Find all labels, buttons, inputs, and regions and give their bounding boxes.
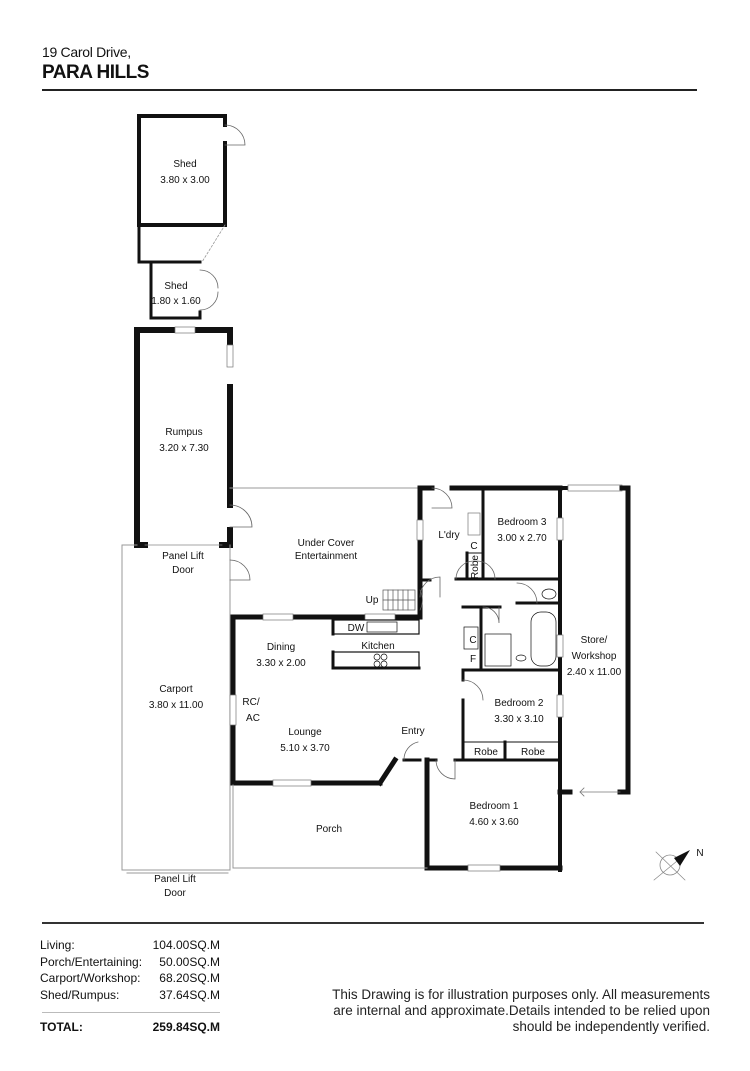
rc-ac-1: RC/ [242,697,259,708]
entry-label: Entry [401,726,424,737]
porch-label: Porch [316,824,342,835]
area-label: Carport/Workshop: [40,971,141,985]
shed-small [149,260,219,320]
bedroom1-size: 4.60 x 3.60 [469,817,519,828]
header-divider [42,89,697,91]
rumpus-size: 3.20 x 7.30 [159,443,209,454]
compass-north-label: N [696,848,703,859]
bedroom3-name: Bedroom 3 [498,517,547,528]
area-total-row: TOTAL: 259.84SQ.M [40,1019,220,1036]
bedroom1-name: Bedroom 1 [470,801,519,812]
area-value: 50.00SQ.M [159,954,220,969]
shed-large-name: Shed [173,159,196,170]
total-label: TOTAL: [40,1020,83,1034]
address-street: 19 Carol Drive, [42,44,131,60]
robe-b-label: Robe [521,747,545,758]
bedroom3-size: 3.00 x 2.70 [497,533,547,544]
total-divider [42,1012,220,1013]
total-value: 259.84SQ.M [152,1020,220,1034]
footer-divider [42,922,704,924]
kitchen-name: Kitchen [361,641,394,652]
laundry-label: L'dry [438,530,459,541]
carport-name: Carport [159,684,193,695]
dining-size: 3.30 x 2.00 [256,658,306,669]
panel-lift-door-bottom-1: Panel Lift [154,874,196,885]
under-cover-2: Entertainment [295,551,357,562]
under-cover-1: Under Cover [298,538,355,549]
floor-plan: Shed 3.80 x 3.00 Shed 1.80 x 1.60 Rumpus… [121,114,704,899]
carport-size: 3.80 x 11.00 [149,700,204,711]
rc-ac-2: AC [246,713,260,724]
shed-small-name: Shed [164,281,187,292]
panel-lift-door-bottom-2: Door [164,888,186,899]
area-row-living: Living: 104.00SQ.M [40,937,220,954]
bedroom2-size: 3.30 x 3.10 [494,714,544,725]
area-value: 68.20SQ.M [159,971,220,985]
fridge-label: F [470,654,476,665]
address-suburb: PARA HILLS [42,62,149,83]
robe-a-label: Robe [474,747,498,758]
store-workshop-size: 2.40 x 11.00 [567,667,622,678]
area-summary: Living: 104.00SQ.M Porch/Entertaining: 5… [40,937,220,1036]
area-row-porch: Porch/Entertaining: 50.00SQ.M [40,954,220,971]
bedroom2-name: Bedroom 2 [495,698,544,709]
shed-large [137,114,246,227]
stairs-up-label: Up [366,595,379,606]
shed-large-size: 3.80 x 3.00 [160,175,210,186]
area-row-shed: Shed/Rumpus: 37.64SQ.M [40,987,220,1004]
area-row-carport: Carport/Workshop: 68.20SQ.M [40,970,220,987]
area-label: Porch/Entertaining: [40,954,143,969]
dishwasher-label: DW [348,623,365,634]
panel-lift-door-top-2: Door [172,565,194,576]
main-house-walls [229,484,631,872]
lounge-size: 5.10 x 3.70 [280,743,330,754]
lounge-name: Lounge [288,727,322,738]
stairs-icon [382,589,423,611]
store-workshop-1: Store/ [581,635,608,646]
area-value: 37.64SQ.M [159,987,220,1002]
area-label: Shed/Rumpus: [40,987,120,1002]
area-label: Living: [40,938,75,952]
north-compass-icon [653,850,690,881]
shed-small-size: 1.80 x 1.60 [151,296,201,307]
dining-name: Dining [267,642,295,653]
disclaimer-text: This Drawing is for illustration purpose… [332,987,710,1034]
robe-bed3-label: Robe [470,555,481,579]
area-value: 104.00SQ.M [152,938,220,952]
panel-lift-door-top-1: Panel Lift [162,551,204,562]
hall-cupboard-label: C [469,635,476,646]
store-workshop-2: Workshop [572,651,617,662]
rumpus-name: Rumpus [165,427,202,438]
laundry-cupboard-label: C [470,541,477,552]
